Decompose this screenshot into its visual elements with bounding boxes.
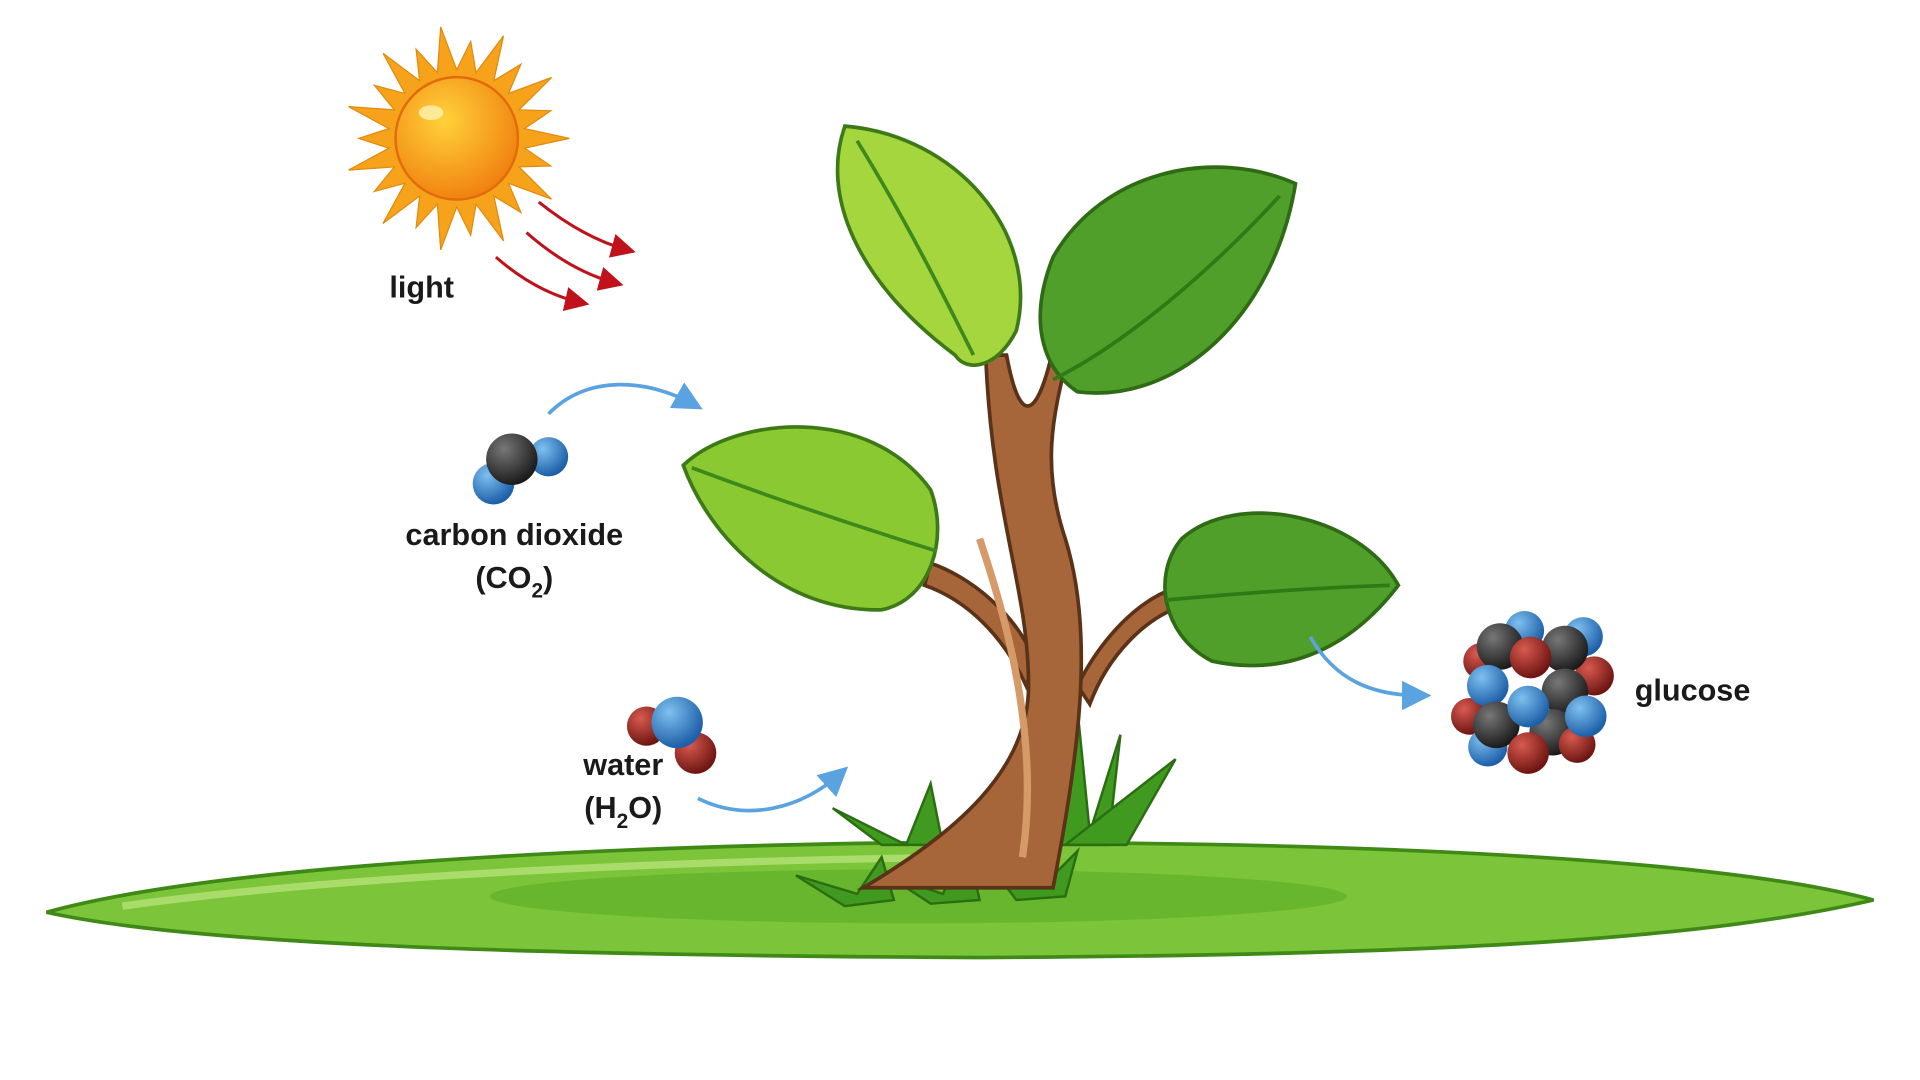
water-molecule-icon [626,696,717,774]
glucose-label: glucose [1635,673,1751,707]
water-arrow [697,766,849,813]
co2-molecule-icon [472,433,569,505]
carbon-dioxide-label: carbon dioxide [405,518,623,552]
glucose-molecule-icon [1451,611,1614,774]
h2o-formula-label: (H2O) [584,791,662,833]
sun-icon [348,26,570,251]
glucose-arrow [1308,635,1432,711]
leaf-top-left [835,124,1023,367]
leaf-left [681,425,940,612]
light-label: light [389,271,454,305]
co2-formula-label: (CO2) [475,561,553,603]
leaf-top-right [1038,165,1298,395]
water-label: water [582,748,663,782]
co2-arrow [547,382,703,416]
light-arrows [494,200,636,311]
leaf-right [1163,511,1401,668]
